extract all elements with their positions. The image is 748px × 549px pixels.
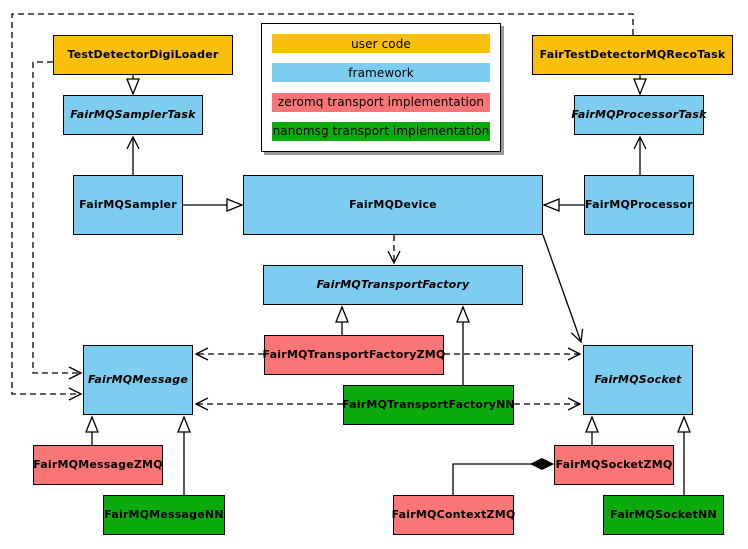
edge-device-uses-socket xyxy=(542,234,584,344)
node-fairmq-context-zmq: FairMQContextZMQ xyxy=(392,495,515,535)
node-fairmq-processor: FairMQProcessor xyxy=(584,175,694,235)
node-fairmq-sampler: FairMQSampler xyxy=(73,175,183,235)
node-fairmq-message-zmq: FairMQMessageZMQ xyxy=(33,445,163,485)
node-fairmq-socket-zmq: FairMQSocketZMQ xyxy=(554,445,674,485)
node-fairmq-transport-factory: FairMQTransportFactory xyxy=(263,265,523,305)
node-fairmq-socket: FairMQSocket xyxy=(583,345,693,415)
legend: user code framework zeromq transport imp… xyxy=(261,23,501,152)
node-test-detector-digi-loader: TestDetectorDigiLoader xyxy=(53,35,233,75)
legend-item-user-code: user code xyxy=(272,34,490,54)
node-fairmq-transport-factory-zmq: FairMQTransportFactoryZMQ xyxy=(263,335,445,375)
legend-item-nanomsg: nanomsg transport implementation xyxy=(272,121,490,141)
edge-socketzmq-composes-contextzmq xyxy=(452,464,553,495)
node-fairmq-message-nn: FairMQMessageNN xyxy=(103,495,225,535)
node-fairmq-transport-factory-nn: FairMQTransportFactoryNN xyxy=(342,385,515,425)
node-fairmq-device: FairMQDevice xyxy=(243,175,543,235)
node-fairmq-sampler-task: FairMQSamplerTask xyxy=(63,95,203,135)
edge-recotask-depends-message xyxy=(11,13,634,401)
node-fairmq-processor-task: FairMQProcessorTask xyxy=(571,95,706,135)
legend-item-zeromq: zeromq transport implementation xyxy=(272,92,490,112)
node-fairmq-socket-nn: FairMQSocketNN xyxy=(603,495,724,535)
legend-item-framework: framework xyxy=(272,63,490,83)
node-fairmq-message: FairMQMessage xyxy=(83,345,193,415)
edge-digiloader-depends-message xyxy=(32,61,83,380)
node-fair-test-detector-mq-reco-task: FairTestDetectorMQRecoTask xyxy=(532,35,733,75)
